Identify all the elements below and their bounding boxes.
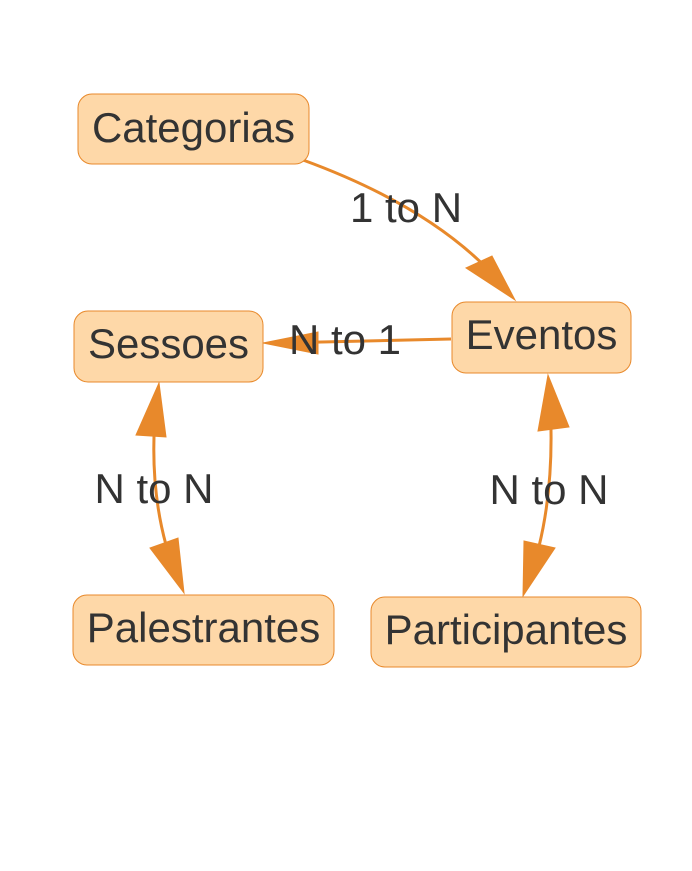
node-categorias: Categorias <box>77 93 310 165</box>
node-sessoes: Sessoes <box>73 310 264 383</box>
arrowhead-participantes <box>522 540 556 598</box>
edge-eventos-participantes: N to N <box>489 373 609 598</box>
node-box-palestrantes <box>72 594 335 666</box>
edge-eventos-sessoes: N to 1 <box>262 316 452 363</box>
node-label-palestrantes: Palestrantes <box>87 604 320 651</box>
edge-label-categorias-eventos: 1 to N <box>350 184 462 231</box>
edge-sessoes-palestrantes: N to N <box>94 381 214 595</box>
arrowhead-eventos-bottom <box>537 373 570 432</box>
node-label-categorias: Categorias <box>92 104 295 151</box>
arrowhead-palestrantes <box>149 537 185 595</box>
arrowhead-sessoes-top <box>135 381 167 438</box>
node-eventos: Eventos <box>451 301 632 374</box>
node-participantes: Participantes <box>370 596 642 668</box>
arrowhead-sessoes <box>262 331 319 355</box>
edge-label-eventos-participantes: N to N <box>489 466 608 513</box>
node-palestrantes: Palestrantes <box>72 594 335 666</box>
node-label-eventos: Eventos <box>466 311 618 358</box>
edge-label-eventos-sessoes: N to 1 <box>289 316 401 363</box>
edge-categorias-eventos: 1 to N <box>302 158 517 302</box>
node-label-participantes: Participantes <box>385 606 628 653</box>
edge-label-sessoes-palestrantes: N to N <box>94 465 213 512</box>
arrowhead-eventos <box>464 255 517 302</box>
node-box-sessoes <box>73 310 264 383</box>
node-label-sessoes: Sessoes <box>88 320 249 367</box>
node-box-categorias <box>77 93 310 165</box>
node-box-participantes <box>370 596 642 668</box>
node-box-eventos <box>451 301 632 374</box>
